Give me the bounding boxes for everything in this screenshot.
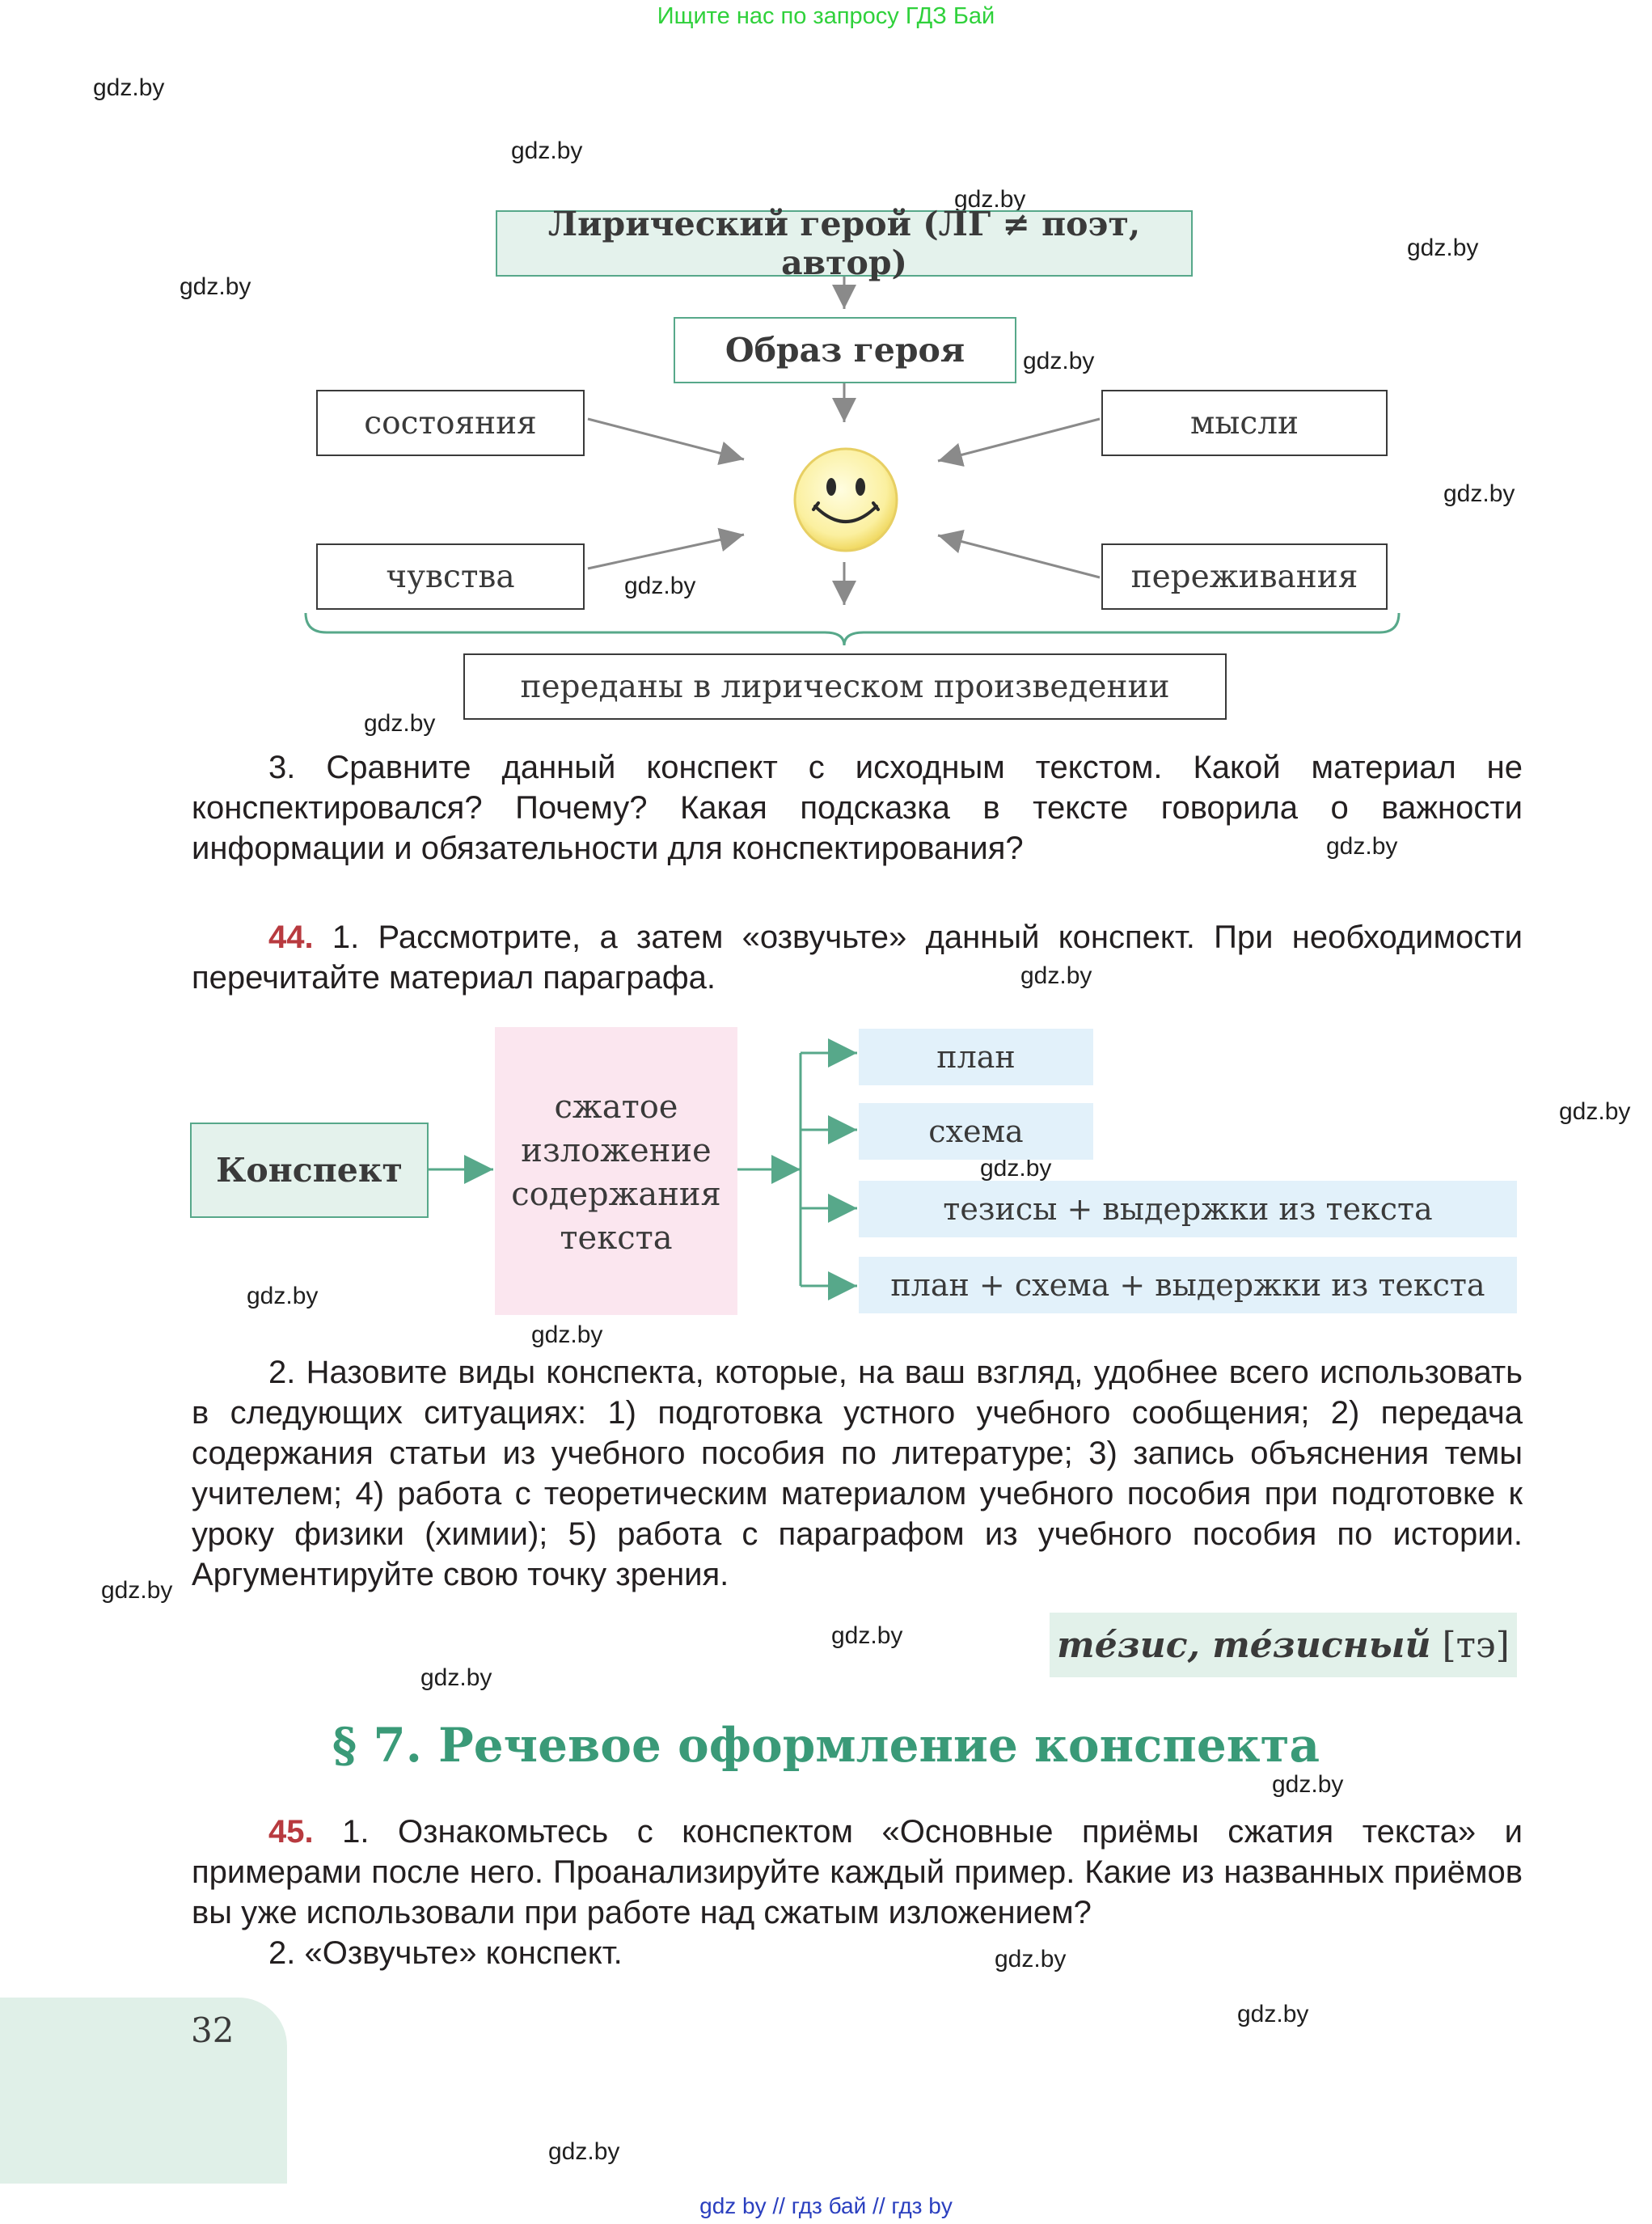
watermark: gdz.by xyxy=(1237,2001,1309,2027)
experiences-box: переживания xyxy=(1101,543,1388,610)
watermark: gdz.by xyxy=(1443,480,1515,507)
states-box: состояния xyxy=(316,390,585,456)
exercise-number: 45. xyxy=(268,1814,314,1850)
hero-image-box: Образ героя xyxy=(674,317,1016,383)
type-plan-scheme-extracts: план + схема + выдержки из текста xyxy=(859,1257,1517,1313)
exercise-number: 44. xyxy=(268,920,314,955)
watermark: gdz.by xyxy=(1407,235,1479,261)
watermark: gdz.by xyxy=(1023,348,1095,374)
type-theses-extracts: тезисы + выдержки из текста xyxy=(859,1181,1517,1237)
summary-line: сжатое xyxy=(554,1089,678,1126)
vocabulary-box: те́зис, те́зисный [тэ] xyxy=(1050,1613,1517,1677)
watermark: gdz.by xyxy=(180,273,251,300)
konspekt-arrows xyxy=(429,1038,857,1300)
watermark: gdz.by xyxy=(101,1577,173,1604)
thoughts-box: мысли xyxy=(1101,390,1388,456)
footer-links: gdz by // гдз бай // гдз by xyxy=(699,2193,953,2218)
lyrical-hero-title-box: Лирический герой (ЛГ ≠ поэт, автор) xyxy=(496,205,1193,282)
feelings-box: чувства xyxy=(316,543,585,610)
type-scheme: схема xyxy=(859,1103,1093,1160)
summary-line: содержания xyxy=(511,1176,721,1213)
summary-line: текста xyxy=(560,1220,673,1257)
task-3-paragraph: 3. Сравните данный конспект с исходным т… xyxy=(192,750,1523,866)
section-title: § 7. Речевое оформление конспекта xyxy=(332,1718,1320,1773)
vocabulary-pronunciation: [тэ] xyxy=(1442,1624,1510,1666)
watermark: gdz.by xyxy=(831,1622,903,1649)
watermark: gdz.by xyxy=(1020,962,1092,989)
page-number: 32 xyxy=(191,2010,234,2050)
type-plan: план xyxy=(859,1029,1093,1085)
watermark: gdz.by xyxy=(1559,1098,1631,1125)
compressed-summary-box: сжатое изложение содержания текста xyxy=(495,1027,737,1315)
watermark: gdz.by xyxy=(93,74,165,101)
task-2-paragraph: 2. Назовите виды конспекта, которые, на … xyxy=(192,1355,1523,1592)
watermark: gdz.by xyxy=(954,186,1026,213)
summary-line: изложение xyxy=(521,1132,712,1169)
watermark: gdz.by xyxy=(1272,1771,1344,1798)
page-corner-tab xyxy=(0,1998,287,2184)
exercise-45-task-2: 2. «Озвучьте» конспект. xyxy=(268,1935,623,1971)
watermark: gdz.by xyxy=(624,573,696,599)
watermark: gdz.by xyxy=(995,1946,1067,1972)
top-search-note: Ищите нас по запросу ГДЗ Бай xyxy=(657,3,995,29)
vocabulary-words: те́зис, те́зисный xyxy=(1057,1624,1431,1666)
watermark: gdz.by xyxy=(247,1283,319,1309)
watermark: gdz.by xyxy=(511,137,583,164)
konspekt-box: Конспект xyxy=(190,1123,429,1218)
watermark: gdz.by xyxy=(531,1321,603,1348)
exercise-45: 45. 1. Ознакомьтесь с конспектом «Основн… xyxy=(192,1812,1523,1933)
watermark: gdz.by xyxy=(548,2138,620,2165)
watermark: gdz.by xyxy=(1326,833,1398,860)
exercise-text: 1. Рассмотрите, а затем «озвучьте» данны… xyxy=(192,920,1523,996)
watermark: gdz.by xyxy=(364,710,436,737)
diagram-arrows xyxy=(304,277,1401,646)
exercise-text: 1. Ознакомьтесь с конспектом «Основные п… xyxy=(192,1814,1523,1930)
conveyed-box: переданы в лирическом произведении xyxy=(463,653,1227,720)
smiley-icon xyxy=(793,447,898,552)
watermark: gdz.by xyxy=(420,1664,492,1691)
exercise-44: 44. 1. Рассмотрите, а затем «озвучьте» д… xyxy=(192,917,1523,998)
